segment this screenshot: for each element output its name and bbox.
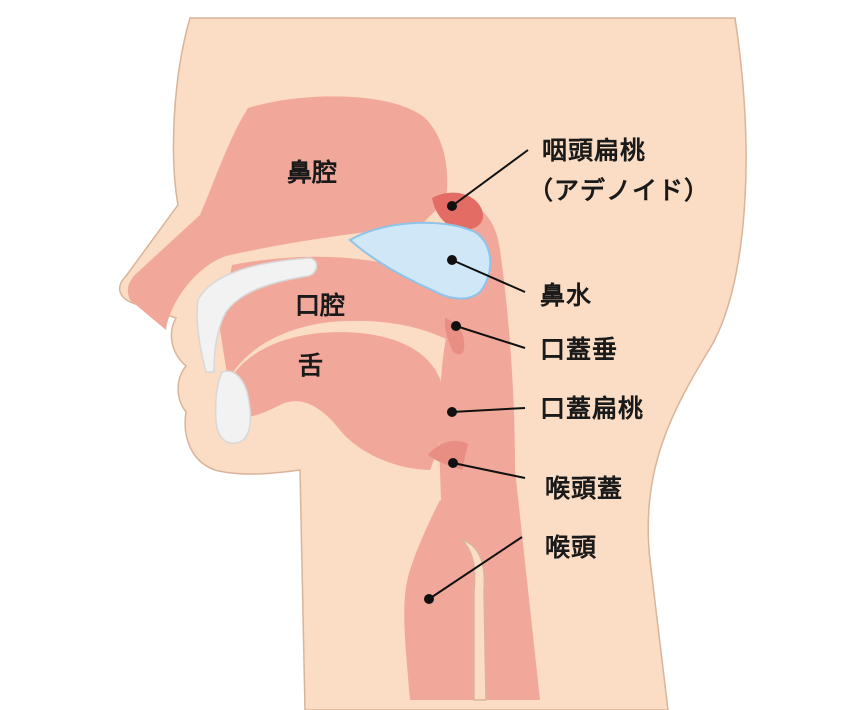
esophagus-gap — [459, 538, 487, 701]
label-uvula: 口蓋垂 — [540, 335, 619, 364]
label-nasal-mucus: 鼻水 — [540, 281, 593, 310]
leader-dot-larynx — [424, 594, 434, 604]
label-adenoid-reading: （アデノイド） — [528, 176, 711, 205]
leader-uvula — [455, 325, 526, 349]
label-adenoid: 咽頭扁桃 — [542, 136, 647, 165]
upper-teeth — [196, 257, 318, 373]
label-oral-cavity: 口腔 — [295, 291, 346, 320]
nasal-cavity — [127, 96, 448, 330]
leader-dot-adenoid — [447, 201, 457, 211]
label-larynx: 喉頭 — [545, 533, 598, 562]
leader-mucus — [451, 259, 526, 293]
label-epiglottis: 喉頭蓋 — [545, 474, 624, 503]
adenoid-shape — [432, 192, 484, 230]
uvula-shape — [444, 318, 465, 355]
larynx-shape — [404, 500, 473, 700]
leader-dot-uvula — [451, 321, 461, 331]
nasal-mucus-shape — [348, 221, 492, 300]
leader-dot-epiglottis — [448, 458, 458, 468]
leader-lines — [424, 149, 529, 604]
oral-cavity — [220, 256, 467, 380]
label-tongue: 舌 — [298, 351, 324, 380]
epiglottis-shape — [428, 440, 468, 470]
leader-epiglottis — [452, 462, 526, 479]
leader-adenoid — [451, 149, 529, 207]
label-palatine-tonsil: 口蓋扁桃 — [540, 394, 645, 423]
leader-larynx — [428, 536, 523, 600]
leader-dot-tonsil — [447, 407, 457, 417]
tongue-shape — [228, 332, 445, 470]
label-nasal-cavity: 鼻腔 — [287, 158, 338, 187]
leader-tonsil — [451, 407, 526, 413]
lower-tooth — [214, 370, 252, 444]
leader-dot-mucus — [447, 255, 457, 265]
